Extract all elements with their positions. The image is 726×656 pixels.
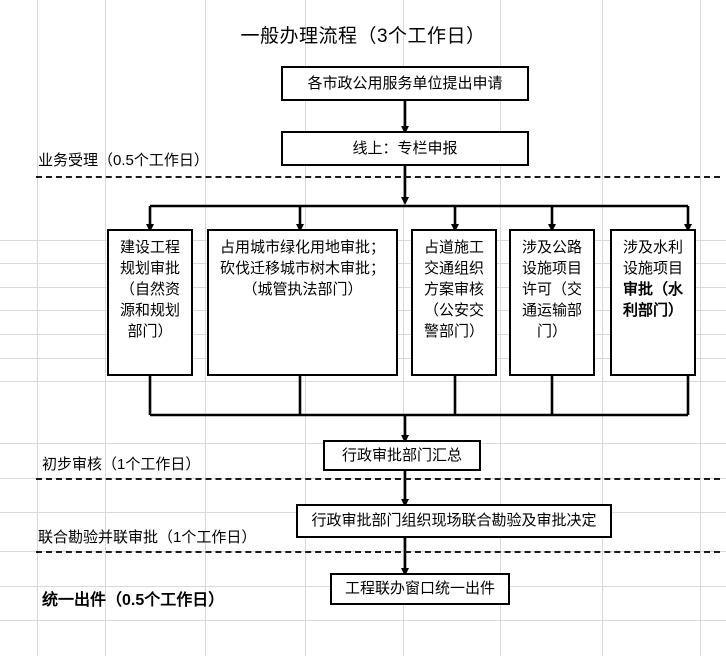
stage-label-output: 统一出件（0.5个工作日） bbox=[42, 592, 225, 609]
node-administrative-summary[interactable]: 行政审批部门汇总 bbox=[323, 440, 481, 471]
chart-title: 一般办理流程（3个工作日） bbox=[240, 26, 486, 47]
node-administrative-summary-label: 行政审批部门汇总 bbox=[341, 446, 462, 464]
stage-divider-joint bbox=[36, 551, 720, 553]
node-traffic-plan-approval-label: 占道施工交通组织方案审核（公安交警部门） bbox=[423, 239, 484, 340]
node-water-facility-approval-label: 涉及水利设施项目审批（水利部门） bbox=[616, 237, 690, 321]
node-apply-label: 各市政公用服务单位提出申请 bbox=[307, 74, 503, 92]
node-water-facility-approval[interactable]: 涉及水利设施项目审批（水利部门） bbox=[610, 229, 696, 376]
stage-label-preliminary: 初步审核（1个工作日） bbox=[42, 456, 201, 473]
node-apply[interactable]: 各市政公用服务单位提出申请 bbox=[281, 66, 529, 101]
stage-divider-acceptance bbox=[36, 176, 720, 178]
node-water-facility-approval-bold: 审批（水利部门） bbox=[622, 281, 683, 319]
node-planning-approval[interactable]: 建设工程规划审批（自然资源和规划部门） bbox=[107, 229, 193, 376]
node-online-declaration[interactable]: 线上：专栏申报 bbox=[281, 131, 529, 166]
stage-label-joint: 联合勘验并联审批（1个工作日） bbox=[38, 529, 257, 546]
node-online-declaration-label: 线上：专栏申报 bbox=[352, 139, 458, 157]
node-planning-approval-label: 建设工程规划审批（自然资源和规划部门） bbox=[119, 239, 180, 340]
node-water-facility-approval-text: 涉及水利设施项目 bbox=[622, 239, 683, 277]
node-traffic-plan-approval[interactable]: 占道施工交通组织方案审核（公安交警部门） bbox=[411, 229, 497, 376]
node-greening-approval-label: 占用城市绿化用地审批；砍伐迁移城市树木审批；（城管执法部门） bbox=[219, 239, 385, 298]
stage-label-acceptance: 业务受理（0.5个工作日） bbox=[38, 152, 209, 169]
node-greening-approval[interactable]: 占用城市绿化用地审批；砍伐迁移城市树木审批；（城管执法部门） bbox=[207, 229, 398, 376]
stage-divider-preliminary bbox=[36, 478, 720, 480]
node-joint-inspection-decision[interactable]: 行政审批部门组织现场联合勘验及审批决定 bbox=[296, 504, 612, 538]
node-unified-issuance[interactable]: 工程联办窗口统一出件 bbox=[330, 573, 510, 605]
node-highway-facility-permit[interactable]: 涉及公路设施项目许可（交通运输部门） bbox=[509, 229, 595, 376]
node-joint-inspection-decision-label: 行政审批部门组织现场联合勘验及审批决定 bbox=[311, 512, 597, 529]
node-highway-facility-permit-label: 涉及公路设施项目许可（交通运输部门） bbox=[521, 239, 582, 340]
node-unified-issuance-label: 工程联办窗口统一出件 bbox=[344, 580, 495, 597]
